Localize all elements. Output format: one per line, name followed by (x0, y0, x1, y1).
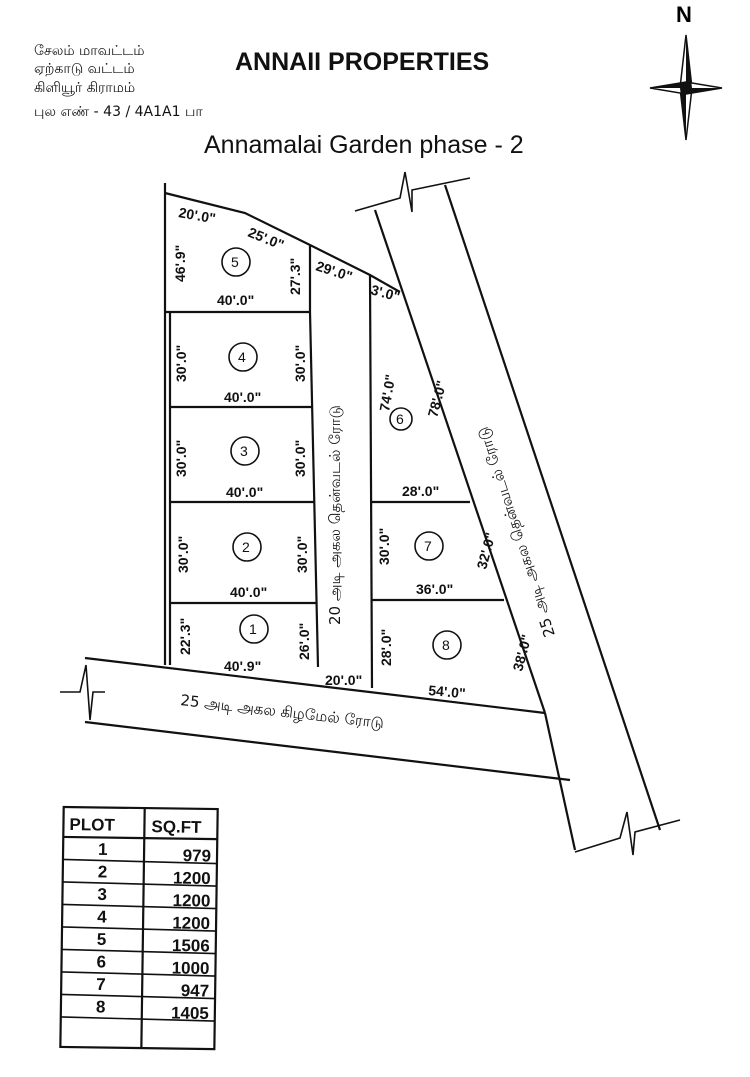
table-cell-plot: 5 (97, 930, 107, 949)
svg-text:6: 6 (396, 411, 404, 427)
table-cell-sqft: 947 (181, 981, 210, 1000)
svg-text:40'.0": 40'.0" (217, 292, 254, 308)
svg-text:30'.0": 30'.0" (173, 440, 189, 477)
survey-number: புல எண் - 43 / 4A1A1 பா (34, 104, 203, 120)
plot-7-marker: 7 (414, 531, 444, 561)
svg-text:30'.0": 30'.0" (376, 528, 392, 565)
svg-text:30'.0": 30'.0" (175, 536, 191, 573)
svg-text:54'.0": 54'.0" (428, 682, 466, 701)
table-header-plot: PLOT (69, 815, 115, 835)
table-cell-sqft: 1000 (172, 958, 210, 978)
plot-lines (163, 183, 504, 689)
inner-road-width: 20'.0" (325, 672, 362, 688)
plot-dimensions: 20'.0" 25'.0" 46'.9" 27'.3" 40'.0" 30'.0… (172, 204, 535, 701)
svg-text:46'.9": 46'.9" (172, 245, 188, 282)
svg-text:30'.0": 30'.0" (292, 440, 308, 477)
table-row: 8 1405 (60, 997, 215, 1023)
district-label: சேலம் மாவட்டம் (34, 43, 145, 59)
svg-text:40'.0": 40'.0" (230, 584, 267, 600)
svg-text:30'.0": 30'.0" (173, 345, 189, 382)
svg-text:78'.0": 78'.0" (424, 379, 449, 419)
table-header-sqft: SQ.FT (151, 817, 202, 837)
table-cell-sqft: 1405 (171, 1003, 209, 1023)
plot-5-marker: 5 (221, 247, 251, 277)
table-cell-sqft: 1506 (172, 936, 210, 956)
plot-4-marker: 4 (228, 342, 258, 372)
plot-markers: 5 4 3 2 1 6 7 8 (221, 247, 462, 660)
table-row: 2 1200 (62, 862, 217, 888)
svg-text:40'.0": 40'.0" (224, 389, 261, 405)
plot-2-marker: 2 (232, 532, 262, 562)
svg-text:74'.0": 74'.0" (376, 373, 398, 412)
svg-text:30'.0": 30'.0" (294, 536, 310, 573)
south-road (60, 656, 571, 782)
svg-text:5: 5 (231, 254, 239, 270)
table-cell-plot: 3 (97, 885, 107, 904)
south-road-label: 25 அடி அகல கிழமேல் ரோடு (180, 691, 385, 732)
layout-subtitle: Annamalai Garden phase - 2 (204, 131, 524, 159)
table-cell-plot: 1 (98, 840, 108, 859)
table-cell-plot: 6 (96, 952, 106, 971)
svg-text:28'.0": 28'.0" (402, 483, 439, 499)
svg-text:1: 1 (249, 621, 257, 637)
svg-text:8: 8 (442, 637, 450, 653)
table-cell-sqft: 979 (183, 846, 212, 865)
svg-text:29'.0": 29'.0" (314, 258, 354, 285)
plot-6-marker: 6 (389, 407, 413, 431)
svg-text:7: 7 (424, 538, 432, 554)
svg-text:4: 4 (238, 349, 246, 365)
north-arrow-icon: N (649, 2, 723, 141)
svg-text:40'.9": 40'.9" (224, 658, 261, 674)
table-cell-plot: 2 (98, 862, 108, 881)
east-road (354, 171, 681, 856)
plot-8-marker: 8 (432, 630, 462, 660)
svg-text:27'.3": 27'.3" (287, 258, 303, 295)
table-cell-plot: 8 (96, 997, 106, 1016)
svg-text:3: 3 (240, 443, 248, 459)
svg-text:3'.0": 3'.0" (369, 281, 402, 304)
svg-text:40'.0": 40'.0" (226, 484, 263, 500)
svg-text:25'.0": 25'.0" (246, 224, 287, 253)
inner-road-label: 20 அடி அகல தென்வடல் ரோடு (326, 405, 344, 625)
plot-3-marker: 3 (230, 436, 260, 466)
table-row: 5 1506 (61, 930, 216, 956)
table-row: 6 1000 (61, 952, 216, 978)
svg-text:20'.0": 20'.0" (177, 204, 216, 226)
svg-text:30'.0": 30'.0" (292, 345, 308, 382)
table-row: 7 947 (61, 975, 216, 1000)
svg-text:28'.0": 28'.0" (378, 629, 394, 666)
table-cell-plot: 4 (97, 907, 107, 926)
svg-text:2: 2 (242, 539, 250, 555)
plot-1-marker: 1 (239, 614, 269, 644)
table-cell-sqft: 1200 (173, 868, 211, 888)
svg-text:22'.3": 22'.3" (177, 618, 193, 655)
table-cell-sqft: 1200 (172, 891, 210, 911)
table-cell-plot: 7 (96, 975, 106, 994)
svg-text:26'.0": 26'.0" (296, 623, 312, 660)
table-cell-sqft: 1200 (172, 913, 210, 933)
table-row: 3 1200 (62, 885, 217, 911)
svg-text:36'.0": 36'.0" (416, 581, 453, 597)
village-label: கிளியூர் கிராமம் (34, 80, 135, 96)
svg-text:38'.0": 38'.0" (509, 633, 534, 673)
taluk-label: ஏற்காடு வட்டம் (34, 61, 135, 77)
company-title: ANNAII PROPERTIES (235, 48, 489, 76)
north-label: N (676, 2, 692, 27)
table-row: 4 1200 (62, 907, 217, 933)
